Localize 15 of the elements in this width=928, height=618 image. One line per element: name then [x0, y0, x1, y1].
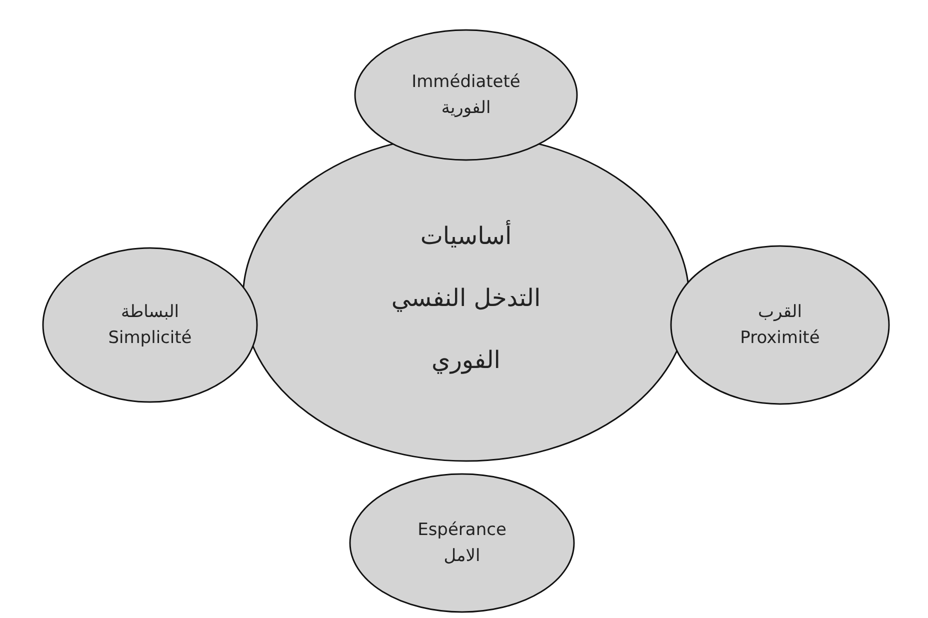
node-label: الامل [444, 546, 480, 566]
topic-ellipse [42, 247, 258, 403]
topic-ellipse [349, 473, 575, 613]
node-label: Simplicité [108, 328, 192, 348]
node-label: التدخل النفسي [391, 284, 541, 312]
node-label: الفورية [441, 98, 491, 118]
node-label: البساطة [120, 302, 180, 322]
node-label: الفوري [432, 346, 500, 374]
node-label: أساسيات [420, 222, 512, 250]
node-label: Proximité [740, 328, 820, 348]
node-label: Immédiateté [412, 72, 520, 92]
node-label: القرب [758, 302, 802, 322]
node-label: Espérance [418, 520, 506, 540]
topic-ellipse [354, 29, 578, 161]
topic-ellipse [670, 245, 890, 405]
